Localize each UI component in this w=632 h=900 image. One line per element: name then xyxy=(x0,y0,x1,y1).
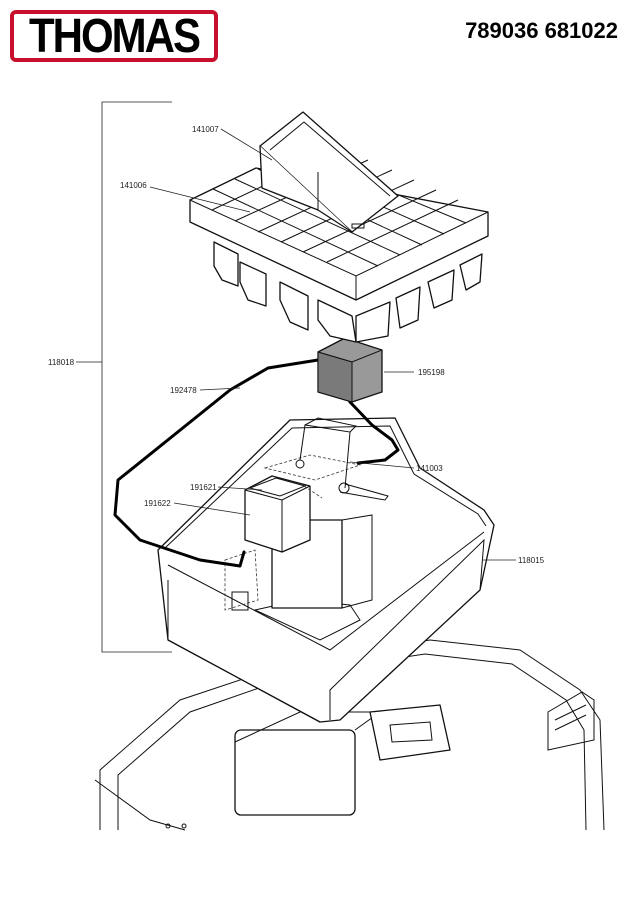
leader-141006 xyxy=(149,186,251,213)
callout-118018: 118018 xyxy=(48,358,75,367)
callout-141003: 141003 xyxy=(416,464,443,473)
water-tank xyxy=(157,417,495,723)
callout-191622: 191622 xyxy=(144,499,171,508)
filter xyxy=(317,337,383,403)
leader-191621 xyxy=(217,486,263,491)
assembly-bracket xyxy=(101,101,172,653)
ice-scoop xyxy=(259,111,399,233)
leader-191622 xyxy=(173,502,251,516)
machine-body xyxy=(94,639,605,831)
callout-192478: 192478 xyxy=(170,386,197,395)
callout-141006: 141006 xyxy=(120,181,147,190)
brand-name: THOMAS xyxy=(29,8,201,63)
leader-141007 xyxy=(220,128,273,161)
leader-141003 xyxy=(349,461,415,469)
thomas-logo: THOMAS xyxy=(10,10,218,62)
float-wire xyxy=(295,417,389,501)
leader-192478 xyxy=(199,387,241,391)
callout-141007: 141007 xyxy=(192,125,219,134)
part-number: 789036 681022 xyxy=(465,18,618,43)
callout-118015: 118015 xyxy=(518,556,545,565)
callout-191621: 191621 xyxy=(190,483,217,492)
callout-195198: 195198 xyxy=(418,368,445,377)
small-container xyxy=(244,475,323,553)
ice-tray xyxy=(189,151,489,343)
